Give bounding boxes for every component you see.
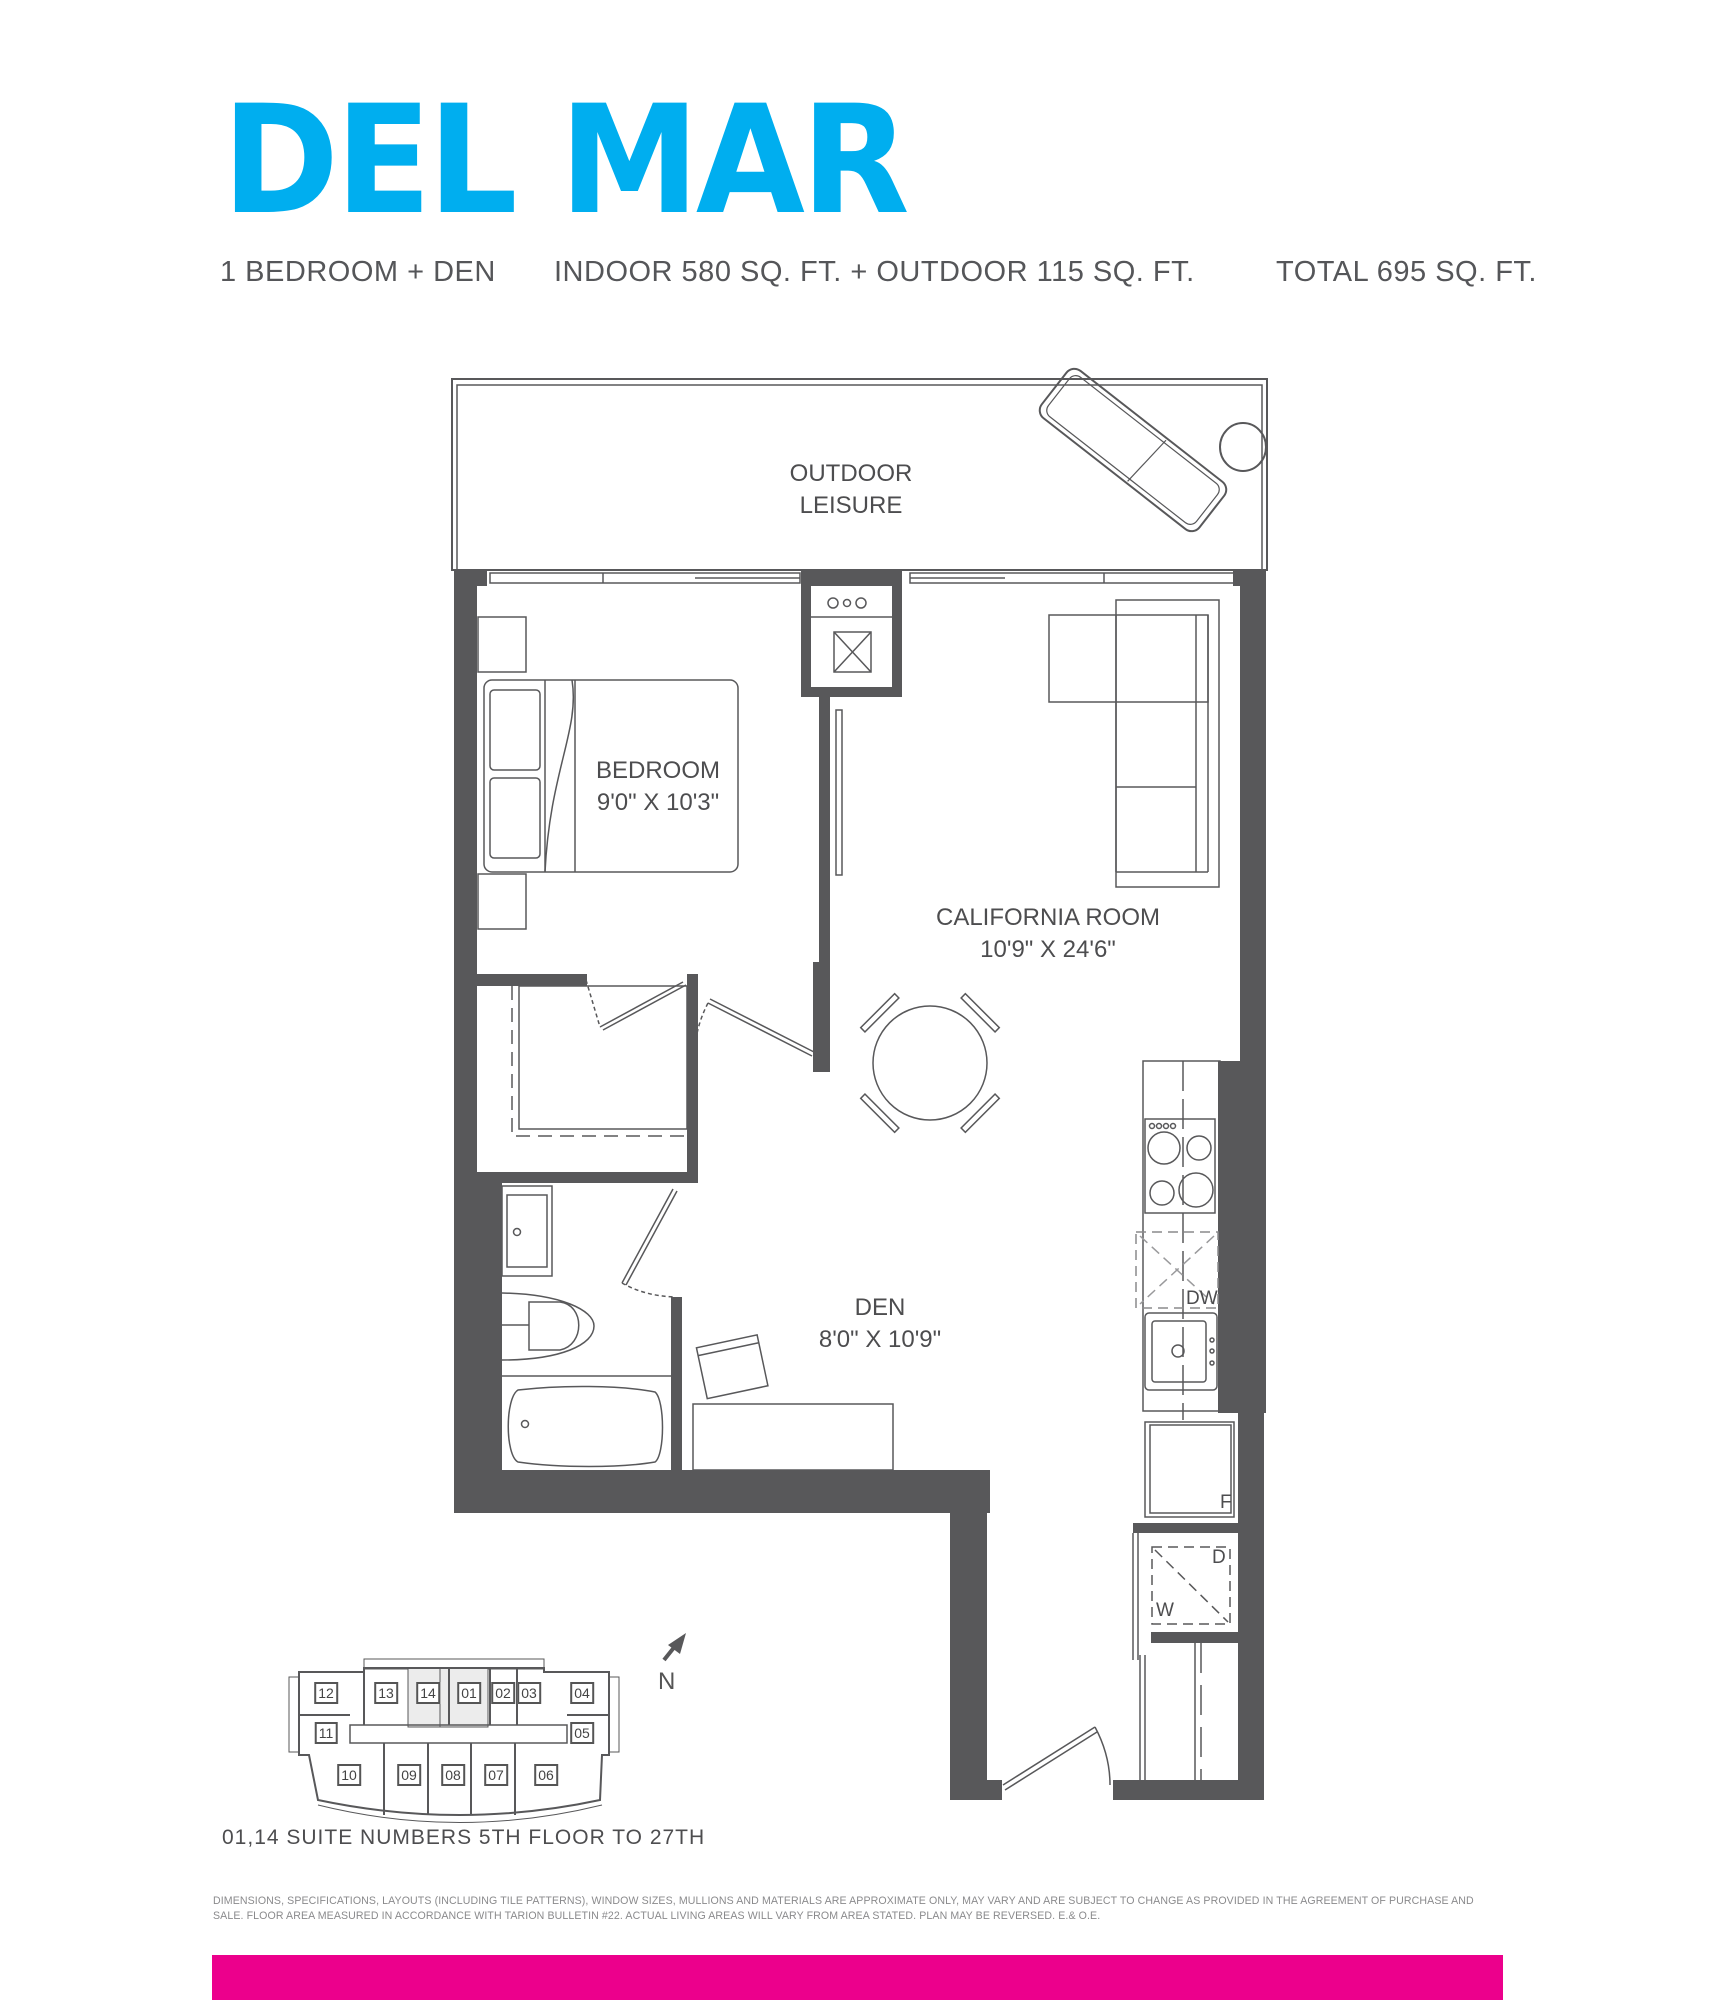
dining-table-icon xyxy=(859,992,1001,1134)
total-area: TOTAL 695 SQ. FT. xyxy=(1276,256,1537,288)
key-unit-highlighted: 14 xyxy=(416,1682,440,1704)
washer-label: W xyxy=(1156,1600,1174,1621)
key-plan-caption: 01,14 SUITE NUMBERS 5TH FLOOR TO 27TH xyxy=(222,1826,706,1849)
outdoor-label: OUTDOOR LEISURE xyxy=(790,458,913,522)
dishwasher-label: DW xyxy=(1186,1288,1218,1309)
bed-icon xyxy=(477,616,739,930)
key-unit: 02 xyxy=(491,1682,515,1704)
key-unit: 11 xyxy=(314,1722,338,1744)
room-name: BEDROOM xyxy=(595,757,721,784)
den-label: DEN 8'0" X 10'9" xyxy=(819,1292,941,1356)
bedroom-label: BEDROOM 9'0" X 10'3" xyxy=(596,755,720,819)
key-unit: 05 xyxy=(570,1722,594,1744)
kitchen-counter xyxy=(1135,1060,1235,1518)
walls xyxy=(454,569,1266,1800)
bathroom-fixtures xyxy=(501,1185,671,1468)
key-unit: 10 xyxy=(337,1764,361,1786)
california-room-label: CALIFORNIA ROOM 10'9" X 24'6" xyxy=(936,902,1160,966)
key-unit: 06 xyxy=(534,1764,558,1786)
north-label: N xyxy=(658,1668,676,1695)
fridge-label: F xyxy=(1220,1492,1232,1513)
key-unit: 12 xyxy=(314,1682,338,1704)
north-arrow-icon xyxy=(662,1633,686,1662)
room-dimensions: 8'0" X 10'9" xyxy=(818,1326,942,1353)
room-name: OUTDOOR xyxy=(789,460,913,487)
key-unit-highlighted: 01 xyxy=(457,1682,481,1704)
key-unit: 13 xyxy=(374,1682,398,1704)
room-name-2: LEISURE xyxy=(799,492,903,519)
room-name: DEN xyxy=(854,1294,906,1321)
unit-type: 1 BEDROOM + DEN xyxy=(220,256,496,288)
key-unit: 03 xyxy=(517,1682,541,1704)
brand-bar xyxy=(212,1955,1503,2000)
sofa-icon xyxy=(1048,599,1220,888)
key-unit: 04 xyxy=(570,1682,594,1704)
disclaimer: DIMENSIONS, SPECIFICATIONS, LAYOUTS (INC… xyxy=(213,1895,1474,1922)
room-dimensions: 9'0" X 10'3" xyxy=(596,789,720,816)
room-name: CALIFORNIA ROOM xyxy=(935,904,1161,931)
key-unit: 08 xyxy=(441,1764,465,1786)
side-table-icon xyxy=(1219,422,1267,472)
room-dimensions: 10'9" X 24'6" xyxy=(980,936,1116,963)
lounge-chair-icon xyxy=(1038,367,1228,533)
page-title: DEL MAR xyxy=(222,74,910,248)
area-breakdown: INDOOR 580 SQ. FT. + OUTDOOR 115 SQ. FT. xyxy=(554,256,1195,288)
key-unit: 07 xyxy=(484,1764,508,1786)
key-unit: 09 xyxy=(397,1764,421,1786)
dryer-label: D xyxy=(1212,1547,1226,1568)
